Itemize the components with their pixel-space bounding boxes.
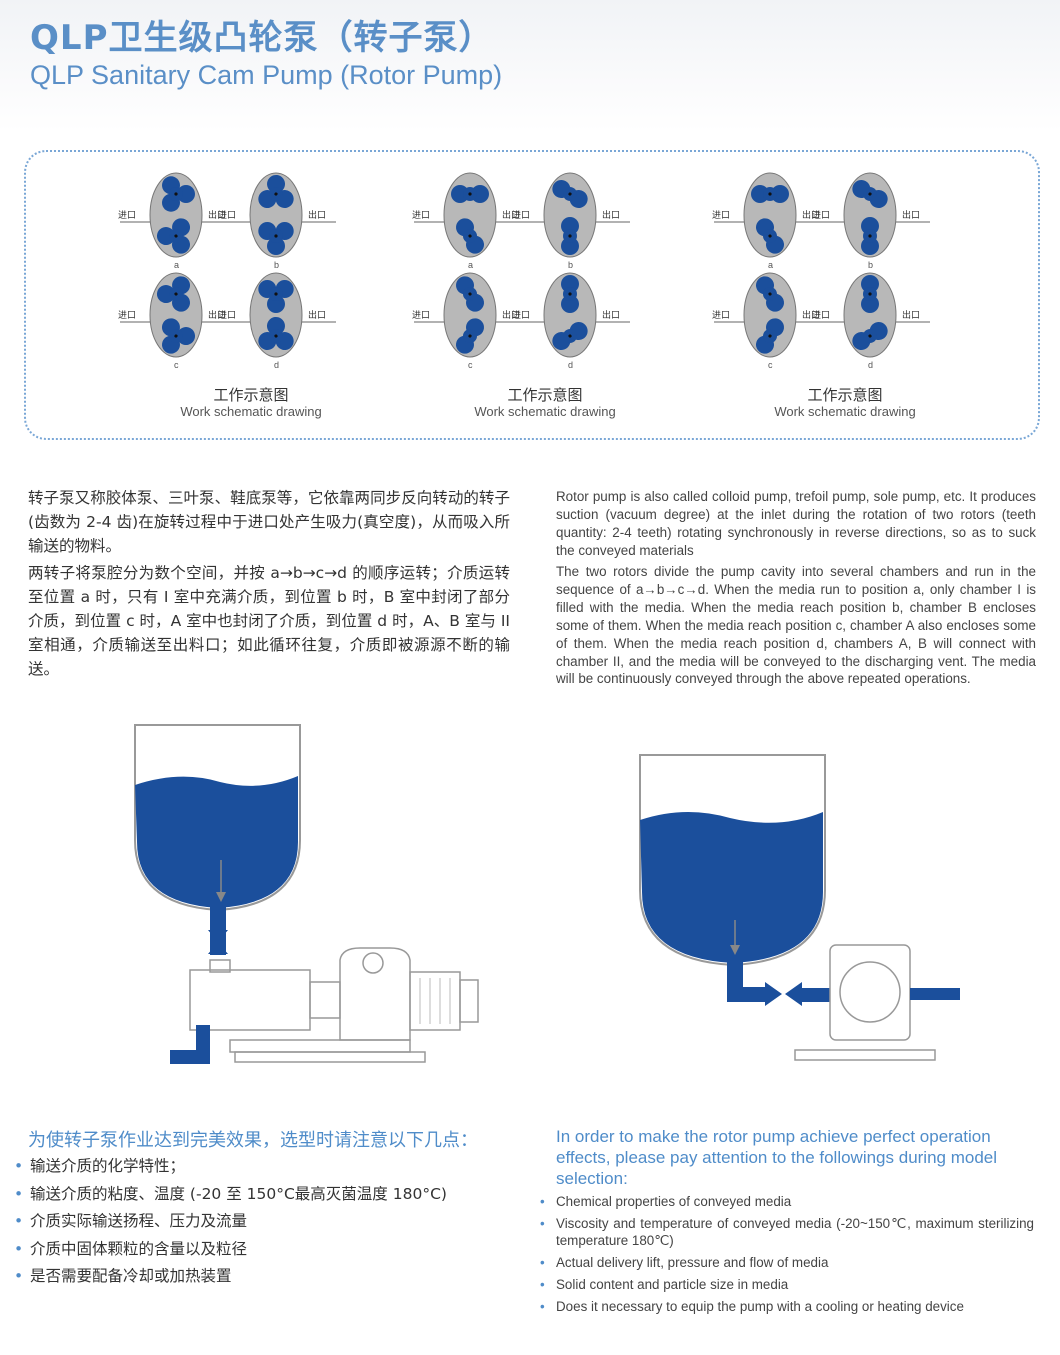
position-label: c bbox=[174, 360, 179, 370]
position-label: a bbox=[468, 260, 473, 270]
description-cn-paragraph-2: 两转子将泵腔分为数个空间，并按 a→b→c→d 的顺序运转；介质运转至位置 a … bbox=[28, 564, 510, 678]
list-item: •介质中固体颗粒的含量以及粒径 bbox=[14, 1236, 447, 1264]
list-item: •Does it necessary to equip the pump wit… bbox=[540, 1299, 964, 1315]
position-label: d bbox=[568, 360, 573, 370]
selection-heading-cn: 为使转子泵作业达到完美效果，选型时请注意以下几点： bbox=[28, 1130, 478, 1151]
bullet-icon: • bbox=[540, 1215, 545, 1231]
inlet-label: 进口 bbox=[412, 210, 430, 221]
schematic-caption-cn: 工作示意图 bbox=[507, 386, 583, 404]
pump-schematic-d: 进口 出口 d bbox=[216, 270, 346, 370]
inlet-label: 进口 bbox=[118, 310, 136, 321]
list-item: •输送介质的化学特性； bbox=[14, 1153, 447, 1181]
inlet-label: 进口 bbox=[218, 210, 236, 221]
outlet-label: 出口 bbox=[502, 309, 520, 321]
position-label: d bbox=[868, 360, 873, 370]
inlet-label: 进口 bbox=[512, 210, 530, 221]
list-item: •介质实际输送扬程、压力及流量 bbox=[14, 1208, 447, 1236]
page-title-en: QLP Sanitary Cam Pump (Rotor Pump) bbox=[30, 60, 503, 90]
schematic-caption-cn: 工作示意图 bbox=[213, 386, 289, 404]
list-item: •Viscosity and temperature of conveyed m… bbox=[540, 1215, 1034, 1249]
pump-schematic-b: 进口 出口 b bbox=[216, 170, 346, 270]
installation-diagram-horizontal bbox=[120, 720, 500, 1074]
bullet-icon: • bbox=[14, 1212, 24, 1231]
outlet-label: 出口 bbox=[902, 209, 920, 221]
position-label: b bbox=[568, 260, 573, 270]
outlet-label: 出口 bbox=[308, 209, 326, 221]
position-label: b bbox=[274, 260, 279, 270]
page-title-cn: QLP卫生级凸轮泵（转子泵） bbox=[30, 18, 494, 58]
outlet-label: 出口 bbox=[208, 309, 226, 321]
bullet-icon: • bbox=[540, 1299, 545, 1315]
outlet-label: 出口 bbox=[602, 309, 620, 321]
inlet-label: 进口 bbox=[218, 310, 236, 321]
pump-schematic-b: 进口 出口 b bbox=[510, 170, 640, 270]
schematic-caption-en: Work schematic drawing bbox=[774, 404, 916, 419]
position-label: d bbox=[274, 360, 279, 370]
position-label: a bbox=[174, 260, 179, 270]
bullet-icon: • bbox=[540, 1194, 545, 1209]
inlet-label: 进口 bbox=[512, 310, 530, 321]
outlet-label: 出口 bbox=[802, 309, 820, 321]
outlet-label: 出口 bbox=[802, 209, 820, 221]
pump-schematic-d: 进口 出口 d bbox=[810, 270, 940, 370]
schematic-caption-en: Work schematic drawing bbox=[474, 404, 616, 419]
inlet-label: 进口 bbox=[812, 310, 830, 321]
bullet-icon: • bbox=[14, 1239, 24, 1258]
bullet-icon: • bbox=[14, 1267, 24, 1286]
bullet-icon: • bbox=[14, 1184, 24, 1203]
pump-schematic-d: 进口 出口 d bbox=[510, 270, 640, 370]
position-label: a bbox=[768, 260, 773, 270]
list-item: •输送介质的粘度、温度 (-20 至 150°C最高灭菌温度 180°C) bbox=[14, 1181, 447, 1209]
position-label: c bbox=[768, 360, 773, 370]
bullet-icon: • bbox=[540, 1255, 545, 1271]
inlet-label: 进口 bbox=[712, 310, 730, 321]
inlet-label: 进口 bbox=[412, 310, 430, 321]
selection-list-en: •Chemical properties of conveyed media •… bbox=[540, 1193, 1037, 1320]
inlet-label: 进口 bbox=[812, 210, 830, 221]
bullet-icon: • bbox=[14, 1157, 24, 1175]
pump-schematic-b: 进口 出口 b bbox=[810, 170, 940, 270]
description-cn-paragraph-1: 转子泵又称胶体泵、三叶泵、鞋底泵等，它依靠两同步反向转动的转子(齿数为 2-4 … bbox=[28, 489, 510, 555]
position-label: c bbox=[468, 360, 473, 370]
inlet-label: 进口 bbox=[712, 210, 730, 221]
outlet-label: 出口 bbox=[308, 309, 326, 321]
selection-list-cn: •输送介质的化学特性； •输送介质的粘度、温度 (-20 至 150°C最高灭菌… bbox=[14, 1153, 447, 1291]
schematic-caption-en: Work schematic drawing bbox=[180, 404, 322, 419]
position-label: b bbox=[868, 260, 873, 270]
outlet-label: 出口 bbox=[208, 209, 226, 221]
installation-diagram-vertical bbox=[630, 750, 970, 1074]
list-item: •Chemical properties of conveyed media bbox=[540, 1194, 792, 1209]
selection-heading-en: In order to make the rotor pump achieve … bbox=[556, 1127, 998, 1188]
bullet-icon: • bbox=[540, 1277, 545, 1293]
outlet-label: 出口 bbox=[502, 209, 520, 221]
outlet-label: 出口 bbox=[902, 309, 920, 321]
outlet-label: 出口 bbox=[602, 209, 620, 221]
list-item: •Actual delivery lift, pressure and flow… bbox=[540, 1255, 829, 1271]
inlet-label: 进口 bbox=[118, 210, 136, 221]
schematic-caption-cn: 工作示意图 bbox=[807, 386, 883, 404]
description-en-paragraph-1: Rotor pump is also called colloid pump, … bbox=[556, 489, 1036, 558]
description-en-paragraph-2: The two rotors divide the pump cavity in… bbox=[556, 564, 1036, 687]
list-item: •是否需要配备冷却或加热装置 bbox=[14, 1263, 447, 1291]
list-item: •Solid content and particle size in medi… bbox=[540, 1277, 789, 1293]
